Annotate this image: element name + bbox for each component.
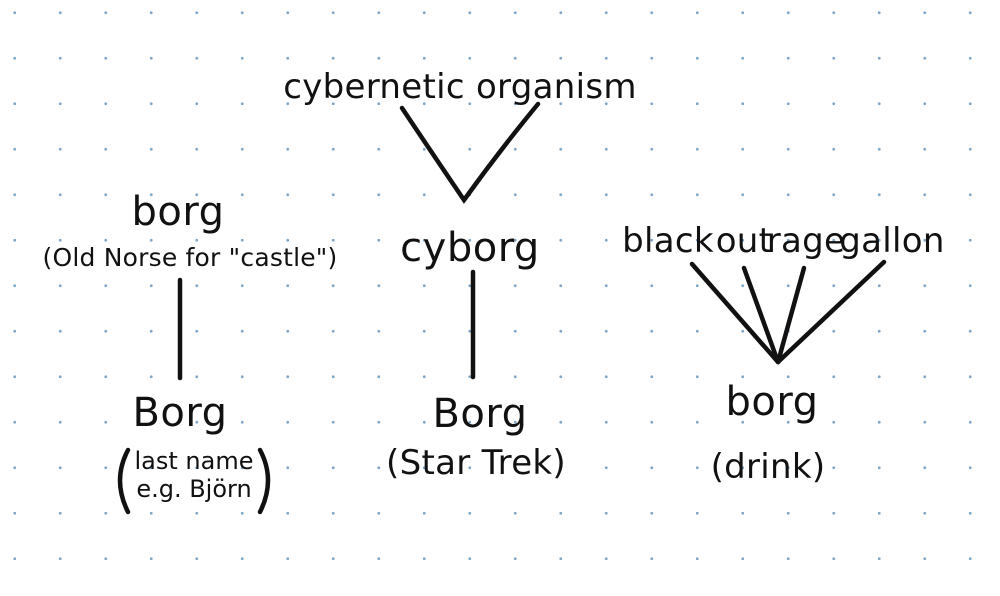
middle-bottom-word: Borg: [432, 391, 528, 437]
left-note-line1: last name: [134, 447, 254, 475]
left-top-word: borg: [131, 189, 225, 235]
left-note-line2: e.g. Björn: [136, 474, 252, 503]
left-paren: [117, 447, 131, 515]
right-bottom-word: borg: [725, 379, 819, 425]
right-connector-rage: [775, 265, 807, 365]
right-bottom-note: (drink): [710, 447, 826, 487]
right-acronym-out: out: [715, 221, 773, 261]
right-connector-gallon: [775, 259, 887, 365]
middle-mid-word: cyborg: [400, 225, 540, 271]
left-bottom-note: last name e.g. Björn: [134, 447, 254, 503]
middle-top-phrase: cybernetic organism: [283, 67, 637, 107]
middle-bottom-note: (Star Trek): [386, 443, 566, 483]
left-top-note: (Old Norse for "castle"): [42, 243, 338, 272]
right-connector-black: [689, 261, 781, 365]
middle-v-connector: [399, 101, 541, 204]
right-acronym-black: black: [622, 221, 714, 261]
right-acronym-gallon: gallon: [839, 221, 945, 261]
right-acronym-rage: rage: [766, 221, 846, 261]
left-bottom-word: Borg: [132, 390, 228, 436]
right-connector-out: [741, 265, 781, 365]
right-paren: [257, 447, 271, 515]
